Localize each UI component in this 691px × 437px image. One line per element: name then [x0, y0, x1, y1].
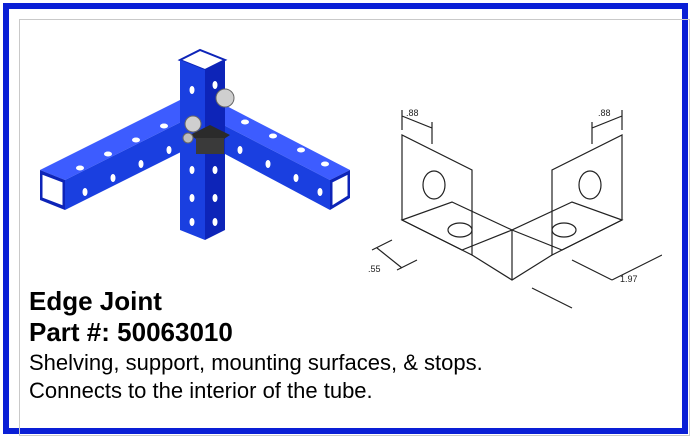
dim-left-bottom: .55 [368, 264, 381, 274]
part-number: Part #: 50063010 [29, 317, 233, 347]
edge-joint-technical-drawing: .88 .88 .55 1.97 [368, 108, 662, 309]
dim-right-bottom: 1.97 [620, 274, 638, 284]
dim-left-top: .88 [406, 108, 419, 118]
product-title: Edge Joint [29, 286, 162, 316]
dim-right-top: .88 [598, 108, 611, 118]
inner-border [19, 19, 690, 436]
description-line-1: Shelving, support, mounting surfaces, & … [29, 350, 483, 375]
edge-joint-render-image [40, 48, 350, 240]
product-card [3, 3, 690, 436]
description-line-2: Connects to the interior of the tube. [29, 378, 373, 403]
